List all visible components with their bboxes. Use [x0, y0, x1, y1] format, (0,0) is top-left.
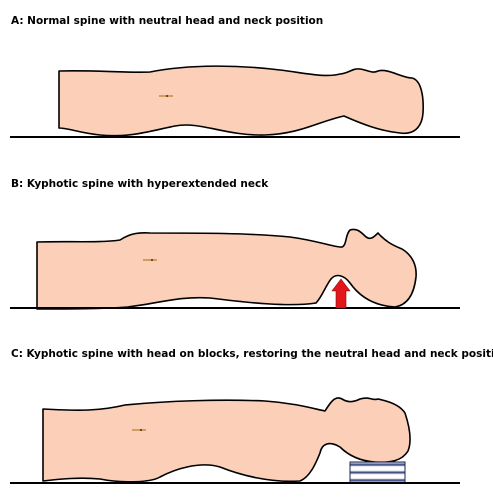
navel-mark: [159, 94, 173, 98]
panel-a-figure: [10, 65, 460, 138]
body-neutral: [58, 65, 424, 137]
panel-b-caption: B: Kyphotic spine with hyperextended nec…: [11, 178, 269, 190]
panel-a-caption: A: Normal spine with neutral head and ne…: [11, 15, 324, 27]
navel-mark: [132, 428, 146, 432]
panel-b-figure: [10, 228, 460, 310]
panel-c: C: Kyphotic spine with head on blocks, r…: [0, 333, 493, 499]
up-arrow-icon: [331, 278, 351, 309]
head-blocks-icon: [349, 461, 406, 484]
panel-a: A: Normal spine with neutral head and ne…: [0, 0, 493, 165]
panel-c-figure: [10, 397, 460, 484]
body-kyphotic-hyperextended: [36, 228, 417, 310]
panel-c-caption: C: Kyphotic spine with head on blocks, r…: [11, 348, 493, 360]
navel-mark: [143, 258, 157, 262]
body-kyphotic-on-blocks: [42, 397, 411, 483]
panel-b: B: Kyphotic spine with hyperextended nec…: [0, 165, 493, 333]
